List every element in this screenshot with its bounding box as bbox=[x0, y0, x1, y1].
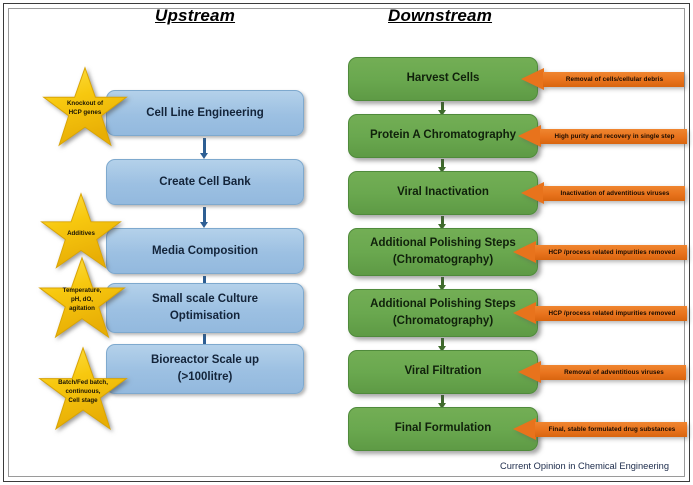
upstream-step-sublabel: Optimisation bbox=[169, 310, 241, 322]
upstream-step-box[interactable]: Create Cell Bank bbox=[106, 159, 304, 205]
upstream-step-label: Create Cell Bank bbox=[159, 175, 251, 188]
downstream-step-sublabel: (Chromatography) bbox=[392, 315, 494, 327]
annotation-arrow[interactable]: Removal of adventitious viruses bbox=[518, 361, 686, 384]
star-shape bbox=[38, 346, 128, 431]
downstream-column-title: Downstream bbox=[388, 6, 493, 25]
upstream-step-box[interactable]: Bioreactor Scale up (>100litre) bbox=[106, 344, 304, 394]
downstream-step-label: Viral Inactivation bbox=[397, 186, 489, 199]
downstream-connector-arrow bbox=[438, 338, 447, 352]
downstream-step-box[interactable]: Additional Polishing Steps (Chromatograp… bbox=[348, 289, 538, 337]
arrow-shaft bbox=[535, 422, 687, 437]
arrow-head-icon bbox=[521, 68, 544, 90]
upstream-step-box[interactable]: Small scale Culture Optimisation bbox=[106, 283, 304, 333]
arrow-shaft bbox=[535, 306, 687, 321]
downstream-step-box[interactable]: Harvest Cells bbox=[348, 57, 538, 101]
downstream-connector-arrow bbox=[438, 216, 447, 230]
annotation-arrow[interactable]: Inactivation of adventitious viruses bbox=[521, 182, 685, 205]
downstream-step-box[interactable]: Viral Filtration bbox=[348, 350, 538, 394]
callout-star[interactable]: Temperature, pH, dO, agitation bbox=[23, 256, 141, 346]
star-shape bbox=[42, 66, 128, 147]
arrow-head-icon bbox=[513, 241, 536, 263]
arrow-head-icon bbox=[518, 361, 541, 383]
downstream-step-label: Protein A Chromatography bbox=[369, 129, 517, 142]
star-shape bbox=[40, 192, 122, 269]
arrow-shaft bbox=[540, 365, 686, 380]
callout-star[interactable]: Knockout of HCP genes bbox=[23, 66, 147, 154]
journal-credit: Current Opinion in Chemical Engineering bbox=[500, 461, 669, 471]
downstream-step-box[interactable]: Final Formulation bbox=[348, 407, 538, 451]
annotation-arrow[interactable]: Final, stable formulated drug substances bbox=[513, 418, 687, 441]
arrow-head-icon bbox=[513, 418, 536, 440]
downstream-step-label: Final Formulation bbox=[394, 422, 492, 435]
arrow-shaft bbox=[535, 245, 687, 260]
callout-star[interactable]: Batch/Fed batch, continuous, Cell stage bbox=[23, 346, 143, 438]
arrow-head-icon bbox=[518, 125, 541, 147]
downstream-connector-arrow bbox=[438, 395, 447, 409]
downstream-connector-arrow bbox=[438, 159, 447, 173]
arrow-head-icon bbox=[513, 302, 536, 324]
upstream-step-box[interactable]: Media Composition bbox=[106, 228, 304, 274]
upstream-step-label: Small scale Culture bbox=[151, 293, 259, 306]
upstream-step-label: Bioreactor Scale up bbox=[150, 354, 259, 367]
downstream-step-label: Viral Filtration bbox=[404, 365, 482, 378]
downstream-step-box[interactable]: Protein A Chromatography bbox=[348, 114, 538, 158]
downstream-step-sublabel: (Chromatography) bbox=[392, 254, 494, 266]
downstream-connector-arrow bbox=[438, 102, 447, 116]
arrow-shaft bbox=[543, 72, 684, 87]
upstream-step-label: Media Composition bbox=[151, 244, 259, 257]
arrow-head-icon bbox=[521, 182, 544, 204]
downstream-step-box[interactable]: Additional Polishing Steps (Chromatograp… bbox=[348, 228, 538, 276]
upstream-step-box[interactable]: Cell Line Engineering bbox=[106, 90, 304, 136]
star-shape bbox=[38, 256, 126, 339]
upstream-step-sublabel: (>100litre) bbox=[177, 371, 233, 383]
downstream-step-label: Additional Polishing Steps bbox=[370, 236, 516, 249]
annotation-arrow[interactable]: Removal of cells/cellular debris bbox=[521, 68, 684, 91]
annotation-arrow[interactable]: HCP /process related impurities removed bbox=[513, 302, 687, 325]
arrow-shaft bbox=[540, 129, 687, 144]
downstream-step-label: Harvest Cells bbox=[406, 72, 480, 85]
upstream-connector-arrow bbox=[200, 138, 209, 159]
downstream-connector-arrow bbox=[438, 277, 447, 291]
upstream-column-title: Upstream bbox=[155, 6, 236, 25]
downstream-step-label: Additional Polishing Steps bbox=[370, 297, 516, 310]
annotation-arrow[interactable]: High purity and recovery in single step bbox=[518, 125, 687, 148]
upstream-step-label: Cell Line Engineering bbox=[146, 106, 264, 119]
arrow-shaft bbox=[543, 186, 685, 201]
upstream-connector-arrow bbox=[200, 207, 209, 228]
annotation-arrow[interactable]: HCP /process related impurities removed bbox=[513, 241, 687, 264]
downstream-step-box[interactable]: Viral Inactivation bbox=[348, 171, 538, 215]
